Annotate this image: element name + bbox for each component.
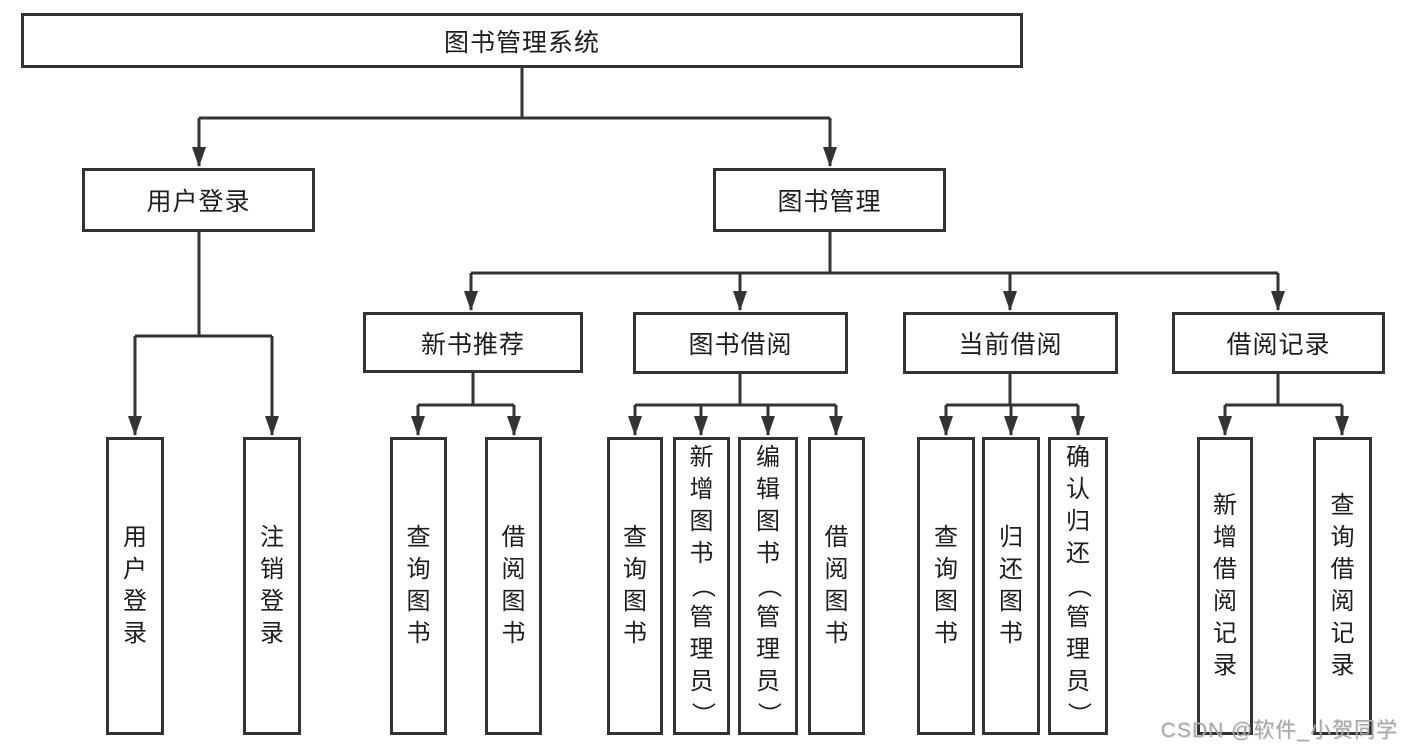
leaf-logout: 注销登录 bbox=[243, 437, 301, 735]
leaf-newbook-borrow-label: 借阅图书 bbox=[501, 524, 526, 647]
edges-userlogin-to-leaves bbox=[128, 232, 279, 436]
leaf-borrow-edit-admin: 编辑图书（管理员） bbox=[738, 437, 798, 735]
edges-bookborrow-to-leaves bbox=[628, 373, 843, 436]
node-book-management-label: 图书管理 bbox=[777, 188, 882, 216]
watermark: CSDN @软件_小贺同学 bbox=[1160, 719, 1398, 742]
node-root: 图书管理系统 bbox=[21, 13, 1023, 68]
node-new-book-recommend-label: 新书推荐 bbox=[420, 330, 525, 359]
leaf-current-confirm-admin-label: 确认归还（管理员） bbox=[1065, 444, 1092, 726]
leaf-current-return: 归还图书 bbox=[982, 437, 1040, 735]
edges-currentborrow-to-leaves bbox=[939, 373, 1085, 436]
leaf-borrow-borrow-label: 借阅图书 bbox=[824, 524, 849, 647]
leaf-current-confirm-admin: 确认归还（管理员） bbox=[1048, 437, 1108, 735]
leaf-current-return-label: 归还图书 bbox=[999, 524, 1023, 647]
node-new-book-recommend: 新书推荐 bbox=[363, 312, 583, 373]
leaf-borrow-query-label: 查询图书 bbox=[623, 524, 647, 647]
edges-newbook-to-leaves bbox=[411, 373, 521, 436]
leaf-logout-label: 注销登录 bbox=[260, 524, 284, 647]
node-current-borrow: 当前借阅 bbox=[903, 312, 1118, 374]
leaf-borrow-edit-admin-label: 编辑图书（管理员） bbox=[755, 444, 782, 726]
leaf-record-add-label: 新增借阅记录 bbox=[1213, 492, 1237, 679]
leaf-record-query-label: 查询借阅记录 bbox=[1330, 492, 1355, 679]
leaf-borrow-borrow: 借阅图书 bbox=[808, 437, 865, 735]
edges-root-to-level2 bbox=[192, 68, 837, 167]
edges-bookmgmt-to-level3 bbox=[464, 232, 1285, 311]
leaf-record-add: 新增借阅记录 bbox=[1197, 437, 1253, 735]
node-borrow-record-label: 借阅记录 bbox=[1226, 331, 1331, 359]
leaf-current-query-label: 查询图书 bbox=[934, 524, 958, 647]
leaf-borrow-add-admin: 新增图书（管理员） bbox=[673, 437, 730, 735]
node-book-borrow-label: 图书借阅 bbox=[688, 331, 793, 359]
leaf-user-login-label: 用户登录 bbox=[123, 524, 147, 647]
leaf-newbook-query: 查询图书 bbox=[390, 437, 447, 735]
node-book-borrow: 图书借阅 bbox=[633, 312, 848, 374]
edges-borrowrecord-to-leaves bbox=[1218, 374, 1349, 436]
leaf-borrow-query: 查询图书 bbox=[607, 437, 663, 735]
node-book-management: 图书管理 bbox=[713, 168, 946, 232]
node-user-login-label: 用户登录 bbox=[146, 188, 251, 216]
leaf-borrow-add-admin-label: 新增图书（管理员） bbox=[688, 444, 716, 726]
node-root-label: 图书管理系统 bbox=[443, 28, 600, 57]
leaf-user-login: 用户登录 bbox=[106, 437, 164, 735]
node-borrow-record: 借阅记录 bbox=[1172, 312, 1385, 374]
leaf-newbook-query-label: 查询图书 bbox=[406, 524, 431, 647]
leaf-newbook-borrow: 借阅图书 bbox=[485, 437, 542, 735]
node-current-borrow-label: 当前借阅 bbox=[958, 331, 1063, 359]
node-user-login: 用户登录 bbox=[82, 168, 315, 232]
leaf-record-query: 查询借阅记录 bbox=[1313, 437, 1372, 735]
leaf-current-query: 查询图书 bbox=[917, 437, 975, 735]
